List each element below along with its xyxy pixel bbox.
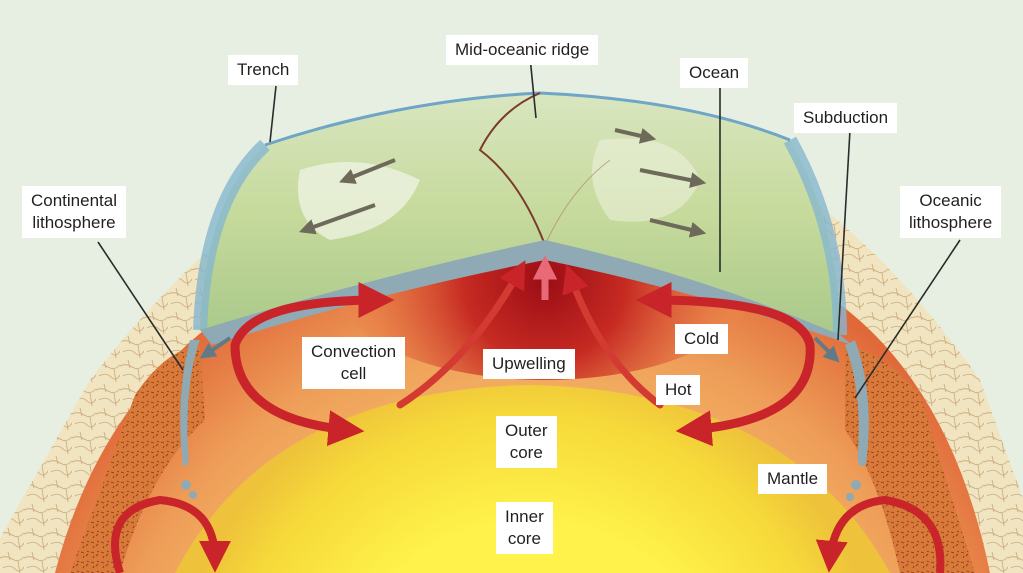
- leader-line-trench: [270, 86, 276, 142]
- label-hot: Hot: [656, 375, 700, 405]
- label-ocean: Ocean: [680, 58, 748, 88]
- label-cold: Cold: [675, 324, 728, 354]
- label-upwelling: Upwelling: [483, 349, 575, 379]
- label-subduction: Subduction: [794, 103, 897, 133]
- label-trench: Trench: [228, 55, 298, 85]
- label-mid-oceanic-ridge: Mid-oceanic ridge: [446, 35, 598, 65]
- label-mantle: Mantle: [758, 464, 827, 494]
